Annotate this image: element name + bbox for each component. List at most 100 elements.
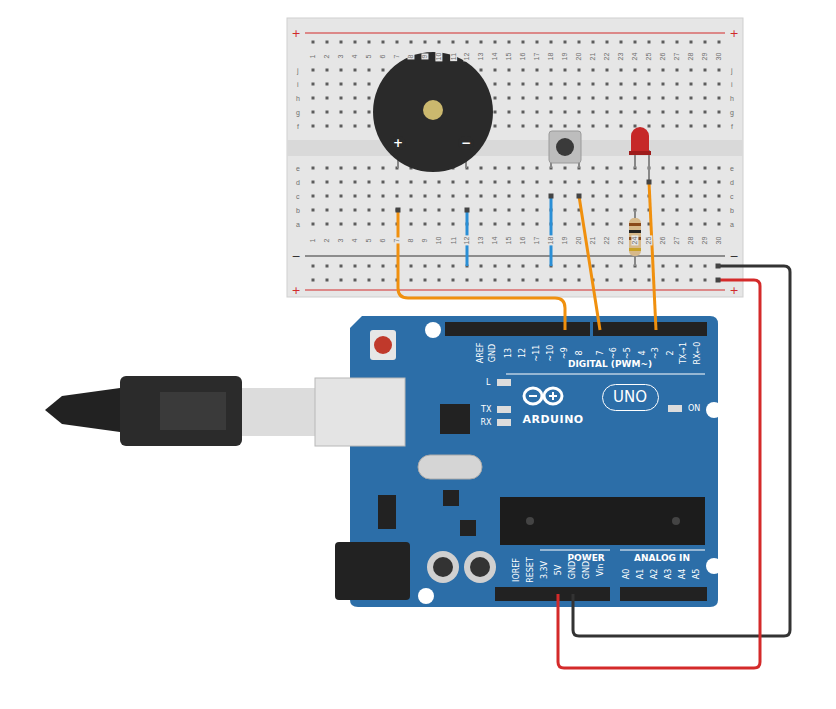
pin-name: ~3 bbox=[652, 346, 660, 360]
column-number: 16 bbox=[519, 51, 526, 61]
column-number: 22 bbox=[603, 235, 610, 245]
row-letter: i bbox=[296, 81, 300, 88]
row-letter: d bbox=[295, 179, 301, 186]
badge-text: UNO bbox=[613, 390, 647, 405]
led-label: ON bbox=[687, 405, 701, 413]
resistor-symbol bbox=[629, 218, 641, 256]
column-number: 1 bbox=[309, 53, 316, 59]
usb-plug bbox=[120, 376, 242, 446]
mounting-hole bbox=[425, 322, 441, 338]
column-number: 10 bbox=[435, 235, 442, 245]
push-button bbox=[549, 131, 581, 163]
column-number: 12 bbox=[463, 235, 470, 245]
red-led bbox=[631, 127, 649, 152]
brand-label: ARDUINO bbox=[522, 414, 585, 425]
pin-name: 13 bbox=[505, 347, 513, 359]
column-number: 25 bbox=[645, 51, 652, 61]
rail-sign: + bbox=[729, 28, 740, 39]
column-number: 6 bbox=[379, 237, 386, 243]
row-letter: f bbox=[296, 123, 300, 130]
column-number: 17 bbox=[533, 51, 540, 61]
board-line bbox=[506, 374, 705, 375]
row-letter: a bbox=[729, 221, 735, 228]
column-number: 27 bbox=[673, 51, 680, 61]
column-number: 29 bbox=[701, 51, 708, 61]
usb-cable bbox=[45, 388, 120, 432]
column-number: 13 bbox=[477, 235, 484, 245]
resistor-band bbox=[629, 230, 641, 233]
column-number: 14 bbox=[491, 235, 498, 245]
wire bbox=[558, 280, 760, 668]
pin-name: A1 bbox=[637, 568, 645, 581]
column-number: 20 bbox=[575, 235, 582, 245]
usb-plug-face bbox=[160, 392, 226, 430]
column-number: 13 bbox=[477, 51, 484, 61]
row-letter: h bbox=[729, 95, 735, 102]
capacitor bbox=[464, 551, 496, 583]
led-label: TX bbox=[480, 406, 492, 414]
pin-header bbox=[593, 322, 707, 336]
pin-name: RESET bbox=[527, 556, 535, 584]
capacitor bbox=[427, 551, 459, 583]
indicator-led bbox=[497, 379, 511, 386]
rail-sign: + bbox=[729, 285, 740, 296]
column-number: 21 bbox=[589, 235, 596, 245]
row-letter: b bbox=[729, 207, 735, 214]
wire-ends bbox=[396, 180, 721, 283]
column-number: 28 bbox=[687, 51, 694, 61]
pin-name: A4 bbox=[679, 568, 687, 581]
column-number: 8 bbox=[407, 53, 414, 59]
column-number: 6 bbox=[379, 53, 386, 59]
pin-header bbox=[495, 587, 610, 601]
column-number: 3 bbox=[337, 53, 344, 59]
column-number: 1 bbox=[309, 237, 316, 243]
column-number: 19 bbox=[561, 51, 568, 61]
regulator bbox=[378, 495, 396, 529]
column-number: 27 bbox=[673, 235, 680, 245]
indicator-led bbox=[668, 405, 682, 412]
rail-sign: − bbox=[291, 251, 302, 262]
indicator-led bbox=[497, 406, 511, 413]
piezo-buzzer bbox=[373, 52, 493, 172]
row-letter: g bbox=[295, 109, 301, 116]
column-number: 4 bbox=[351, 53, 358, 59]
crystal bbox=[418, 455, 482, 479]
rail-line bbox=[305, 289, 725, 290]
pin-name: 4 bbox=[638, 349, 646, 356]
column-number: 15 bbox=[505, 235, 512, 245]
wire bbox=[573, 266, 790, 636]
row-letter: j bbox=[730, 67, 734, 74]
pin-name: TX→1 bbox=[680, 341, 688, 365]
wire bbox=[398, 210, 565, 330]
pin-name: ~6 bbox=[610, 346, 618, 360]
pin-name: RX←0 bbox=[694, 341, 702, 366]
column-number: 16 bbox=[519, 235, 526, 245]
microcontroller bbox=[500, 497, 705, 545]
pin-name: GND bbox=[583, 560, 591, 580]
column-number: 7 bbox=[393, 237, 400, 243]
pin-name: ~5 bbox=[624, 346, 632, 360]
wire bbox=[649, 182, 656, 330]
row-letter: h bbox=[295, 95, 301, 102]
row-letter: a bbox=[295, 221, 301, 228]
column-number: 26 bbox=[659, 235, 666, 245]
buzzer-center bbox=[423, 100, 443, 120]
column-number: 2 bbox=[323, 53, 330, 59]
mounting-hole bbox=[418, 588, 434, 604]
row-letter: e bbox=[729, 165, 735, 172]
reset-button-base bbox=[370, 330, 396, 360]
board-line bbox=[620, 550, 705, 551]
power-jack bbox=[335, 542, 410, 600]
pin-name: 5V bbox=[555, 564, 563, 577]
chip-dot bbox=[526, 517, 534, 525]
polarity-mark: − bbox=[458, 136, 474, 150]
chip-dot bbox=[672, 517, 680, 525]
column-number: 2 bbox=[323, 237, 330, 243]
breadboard-holes bbox=[306, 161, 726, 231]
row-letter: i bbox=[730, 81, 734, 88]
pin-name: AREF bbox=[477, 342, 485, 365]
column-number: 18 bbox=[547, 51, 554, 61]
pin-name: ~11 bbox=[533, 344, 541, 363]
pin-name: Vin bbox=[597, 563, 605, 578]
